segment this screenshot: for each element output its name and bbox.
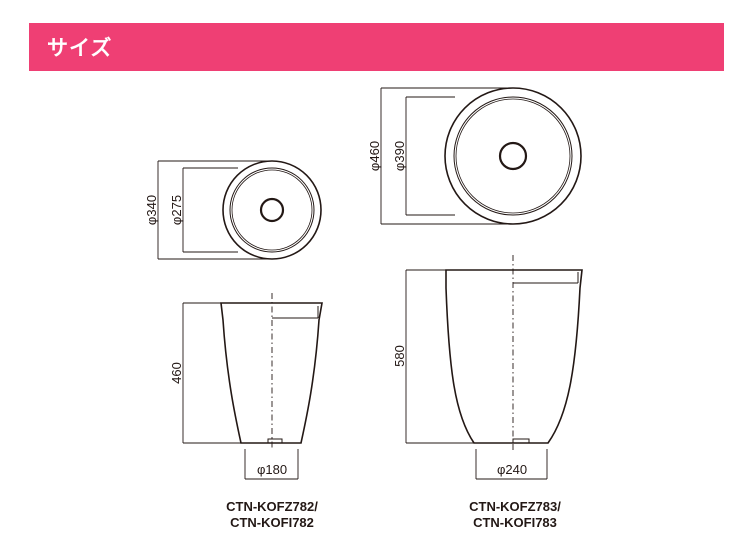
small-pot-body-outline (220, 302, 323, 444)
small-pot-model-name: CTN-KOFZ782/ CTN-KOFI782 (182, 499, 362, 531)
small-pot-inner-diameter-label: φ275 (169, 195, 184, 225)
section-header: サイズ (29, 23, 724, 71)
large-pot-top-dimension-lines (380, 87, 513, 225)
large-pot-drain-hole (498, 141, 528, 171)
large-pot-inner-rim-2 (455, 98, 571, 214)
large-pot-model-line-1: CTN-KOFZ783/ (469, 499, 561, 514)
small-pot-drain-hole (259, 197, 285, 223)
small-pot-top-dimension-lines (157, 160, 272, 260)
large-pot-outer-diameter-label: φ460 (367, 141, 382, 171)
large-pot-model-name: CTN-KOFZ783/ CTN-KOFI783 (425, 499, 605, 531)
large-pot-height-label: 580 (392, 345, 407, 367)
small-pot-height-label: 460 (169, 362, 184, 384)
large-pot-model-line-2: CTN-KOFI783 (473, 515, 557, 530)
large-pot-base-diameter-label: φ240 (497, 462, 527, 477)
small-pot-model-line-2: CTN-KOFI782 (230, 515, 314, 530)
section-title: サイズ (47, 36, 113, 60)
large-pot-side-dimension-lines (405, 269, 548, 480)
small-pot-model-line-1: CTN-KOFZ782/ (226, 499, 318, 514)
large-pot-inner-diameter-label: φ390 (392, 141, 407, 171)
small-pot-inner-rim-2 (231, 169, 313, 251)
large-pot-top-view (444, 87, 582, 225)
small-pot-top-view (222, 160, 322, 260)
large-pot-outer-rim (444, 87, 582, 225)
large-pot-side-view (445, 255, 583, 450)
small-pot-side-view (220, 293, 323, 450)
small-pot-side-dimension-lines (182, 302, 299, 480)
small-pot-base-foot (267, 438, 283, 444)
small-pot-base-diameter-label: φ180 (257, 462, 287, 477)
small-pot-inner-rim (229, 167, 315, 253)
small-pot-outer-diameter-label: φ340 (144, 195, 159, 225)
small-pot-outer-rim (222, 160, 322, 260)
large-pot-inner-rim (453, 96, 573, 216)
large-pot-body-outline (445, 269, 583, 444)
